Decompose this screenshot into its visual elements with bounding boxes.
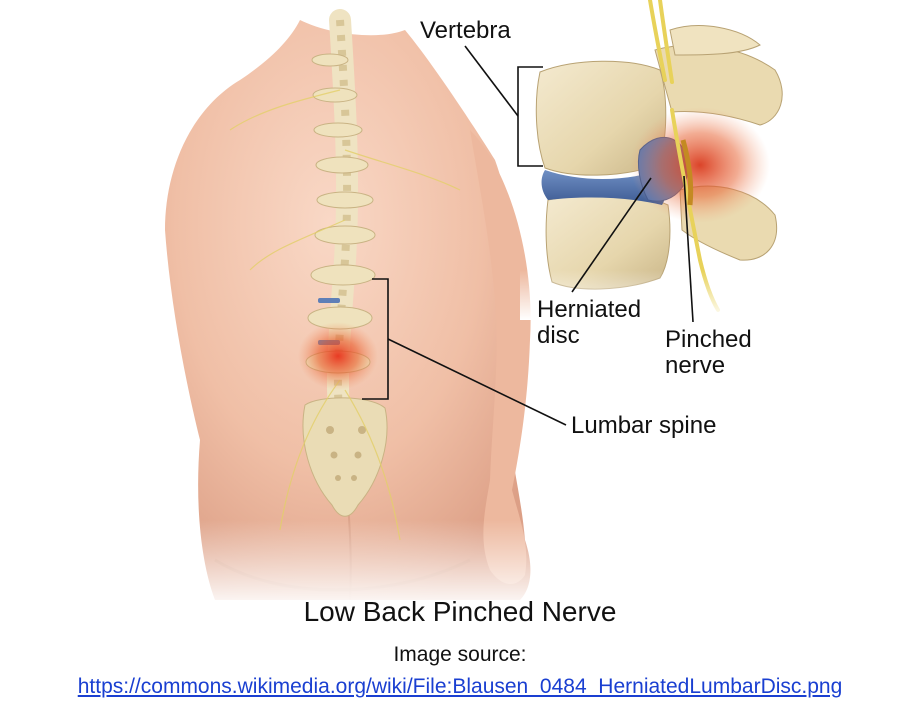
spine <box>229 9 461 541</box>
pinched-label-line2: nerve <box>665 352 726 379</box>
figure-title: Low Back Pinched Nerve <box>303 596 617 627</box>
herniated-disc-label: Herniated disc <box>537 297 641 349</box>
vertebra-label: Vertebra <box>420 17 511 44</box>
lumbar-bracket <box>362 278 567 426</box>
herniated-label-line1: Herniated <box>537 296 642 323</box>
pinched-label-line1: Pinched <box>665 326 752 353</box>
source-link[interactable]: https://commons.wikimedia.org/wiki/File:… <box>77 675 843 698</box>
lumbar-spine-label: Lumbar spine <box>571 412 717 439</box>
source-caption: Image source: <box>393 643 527 666</box>
herniated-label-line2: disc <box>537 322 580 349</box>
inset-vertebra <box>520 0 820 320</box>
inset-leaders <box>464 45 694 323</box>
pinched-nerve-label: Pinched nerve <box>665 327 752 379</box>
